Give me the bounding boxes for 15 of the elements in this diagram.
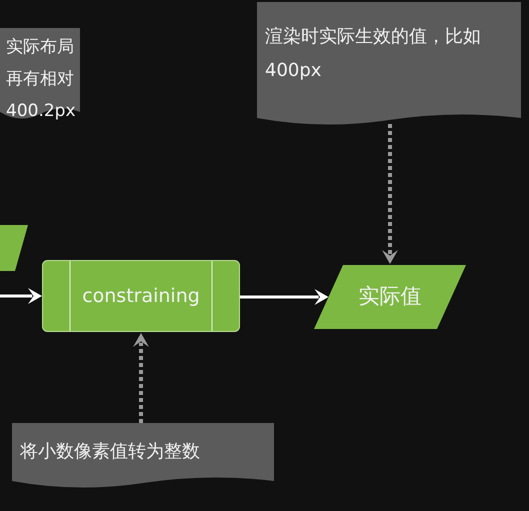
note-text: 将小数像素值转为整数 (20, 440, 201, 464)
node-label: constraining (81, 284, 201, 308)
note-box (0, 28, 80, 120)
arrow (382, 124, 398, 264)
arrow (240, 289, 328, 305)
note-box (257, 2, 521, 126)
note-box (12, 423, 274, 489)
note-text: 渲染时实际生效的值，比如400px (265, 25, 482, 83)
arrow (133, 333, 149, 423)
arrow (0, 288, 42, 304)
note-text: 实际布局再有相对400.2px (6, 36, 76, 122)
process-box (42, 260, 240, 332)
data-parallelogram (314, 265, 466, 329)
data-parallelogram (0, 225, 28, 271)
node-label: 实际值 (358, 284, 422, 310)
